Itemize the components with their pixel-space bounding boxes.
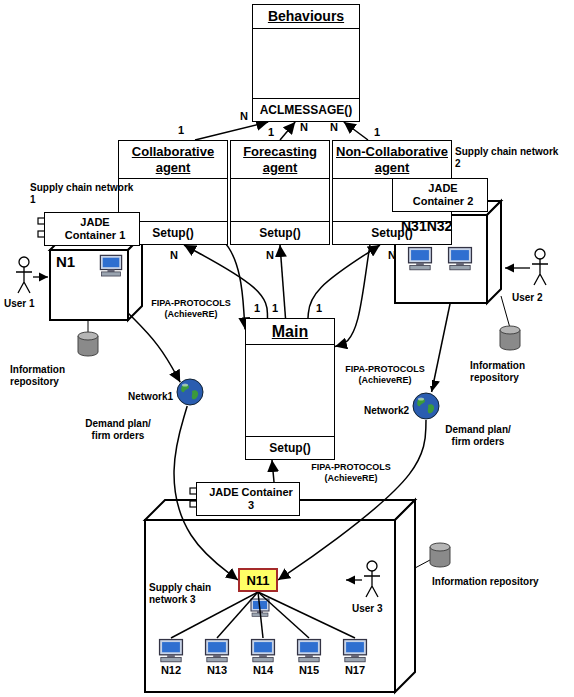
node-label: JADE Container 3 — [197, 485, 299, 512]
component-box: JADE Container 2 — [392, 178, 488, 212]
method-name: ACLMESSAGE() — [253, 98, 359, 121]
repository-label: Information repository — [470, 360, 570, 383]
user-figure — [16, 257, 48, 293]
user-figure — [505, 249, 548, 285]
network-label: Supply chain network 1 — [30, 182, 140, 205]
class-name: Collaborative agent — [119, 141, 227, 178]
node-cube: N31N32 — [395, 215, 487, 303]
database-cylinder — [500, 296, 520, 350]
connector — [128, 313, 180, 382]
network-globe: Network1 — [176, 378, 204, 406]
multiplicity: 1 — [316, 302, 322, 315]
computer-icon — [341, 638, 369, 664]
method-name: Setup() — [231, 221, 329, 244]
multiplicity: N — [330, 121, 338, 134]
database-cylinder — [415, 543, 450, 568]
multiplicity: 1 — [374, 126, 380, 139]
class-name: Behaviours — [253, 5, 359, 28]
computer-icon — [157, 638, 185, 664]
class-box: MainSetup() — [245, 318, 335, 460]
attribute-compartment — [253, 28, 359, 98]
user-figure — [346, 561, 380, 597]
node-label: Network1 — [128, 391, 173, 402]
connector — [217, 592, 258, 638]
computer-node: N17 — [335, 638, 375, 684]
class-box: Forecasting agentSetup() — [230, 140, 330, 245]
protocol-label: FIPA-PROTOCOLS (AchieveRE) — [304, 462, 398, 484]
network-label: Supply chain network 2 — [455, 146, 560, 169]
hub-node: N11 — [238, 568, 278, 592]
attribute-compartment — [246, 344, 334, 436]
repository-label: Information repository — [10, 364, 110, 387]
connector — [258, 592, 263, 638]
flow-label: Demand plan/ firm orders — [80, 418, 156, 442]
node-label: N14 — [243, 664, 283, 676]
user-label: User 2 — [512, 292, 543, 304]
user-label: User 3 — [352, 603, 383, 615]
node-label: N12 — [151, 664, 191, 676]
node-label: N13 — [197, 664, 237, 676]
multiplicity: 1 — [272, 302, 278, 315]
connector — [280, 245, 286, 318]
node-label: N11 — [246, 573, 269, 588]
multiplicity: N — [388, 249, 396, 262]
multiplicity: 1 — [254, 302, 260, 315]
computer-icon — [295, 638, 323, 664]
connector — [258, 592, 355, 638]
multiplicity: N — [170, 249, 178, 262]
computer-icon — [409, 248, 432, 270]
class-box: BehavioursACLMESSAGE() — [252, 4, 360, 122]
node-label: Supply chain network 3 — [149, 582, 233, 606]
cube-1 — [50, 236, 142, 320]
connector — [308, 245, 380, 318]
multiplicity: 1 — [178, 124, 184, 137]
connector — [195, 122, 268, 140]
protocol-label: FIPA-PROTOCOLS (AchieveRE) — [144, 298, 238, 320]
multiplicity: N — [240, 110, 248, 123]
node-label: N31N32 — [395, 215, 487, 237]
connector — [432, 303, 451, 392]
database-cylinder — [78, 320, 98, 356]
connector — [272, 460, 274, 482]
computer-node: N13 — [197, 638, 237, 684]
globe-icon — [412, 392, 440, 420]
node-label: N15 — [289, 664, 329, 676]
protocol-label: FIPA-PROTOCOLS (AchieveRE) — [338, 364, 432, 386]
flow-label: Demand plan/ firm orders — [440, 424, 516, 448]
multiplicity: N — [266, 249, 274, 262]
computer-icon — [203, 638, 231, 664]
computer-icon — [249, 638, 277, 664]
network-globe: Network2 — [412, 392, 440, 420]
class-name: Main — [246, 319, 334, 344]
node-cube: N1 — [50, 250, 128, 320]
cube-3 — [145, 500, 415, 692]
computer-icon — [449, 248, 472, 270]
node-label: JADE Container 1 — [45, 215, 139, 242]
computer-node: N14 — [243, 638, 283, 684]
multiplicity: 1 — [268, 126, 274, 139]
method-name: Setup() — [246, 436, 334, 459]
node-label: N17 — [335, 664, 375, 676]
node-label: Network2 — [364, 405, 409, 416]
computer-icon — [100, 255, 121, 276]
node-label: N1 — [50, 250, 128, 273]
class-name: Forecasting agent — [231, 141, 329, 178]
computer-node: N15 — [289, 638, 329, 684]
attribute-compartment — [231, 178, 329, 221]
connector — [258, 592, 309, 638]
repository-label: Information repository — [432, 576, 544, 588]
connector — [344, 122, 368, 140]
computer-node: N12 — [151, 638, 191, 684]
globe-icon — [176, 378, 204, 406]
user-label: User 1 — [4, 298, 35, 310]
multiplicity: N — [300, 121, 308, 134]
component-box: JADE Container 1 — [44, 212, 140, 246]
connector — [280, 122, 295, 140]
component-box: JADE Container 3 — [196, 482, 300, 516]
node-label: JADE Container 2 — [393, 181, 487, 208]
class-name: Non-Collaborative agent — [333, 141, 451, 178]
